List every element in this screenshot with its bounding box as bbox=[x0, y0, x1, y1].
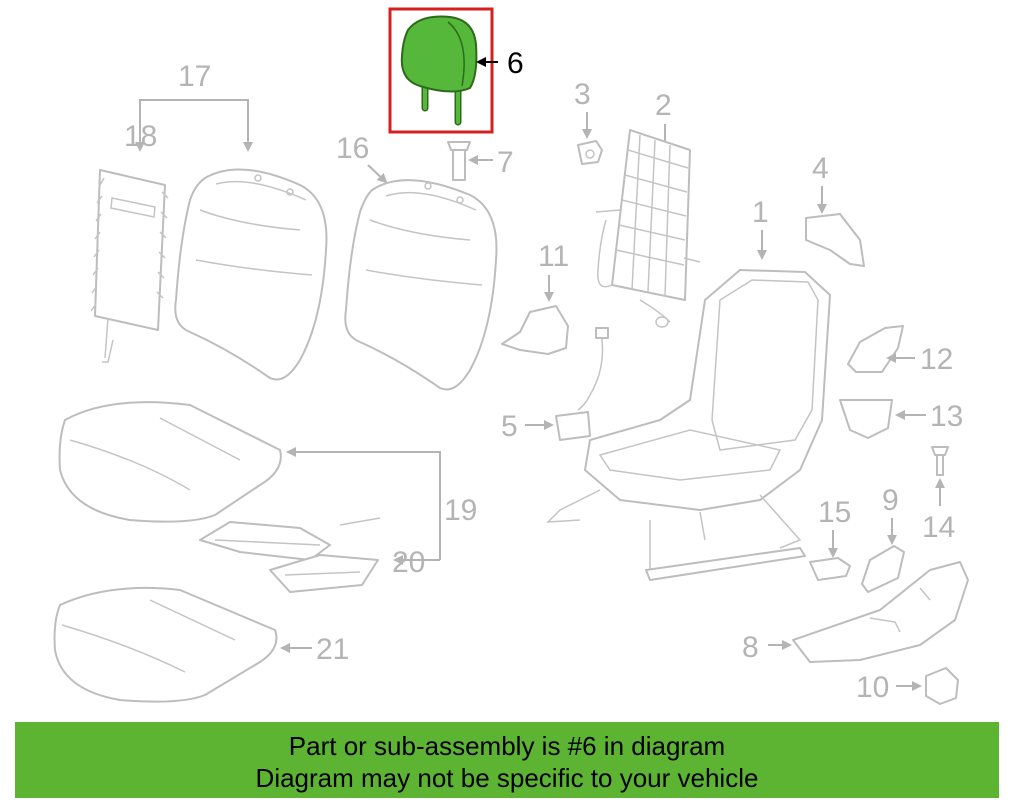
banner-line-2: Diagram may not be specific to your vehi… bbox=[255, 763, 759, 793]
part-7-headrest-support[interactable] bbox=[447, 141, 471, 181]
label-10: 10 bbox=[856, 671, 889, 704]
headrest-cushion bbox=[400, 15, 478, 93]
label-16: 16 bbox=[336, 132, 369, 165]
label-11: 11 bbox=[538, 240, 569, 273]
label-7: 7 bbox=[497, 146, 514, 179]
label-15: 15 bbox=[818, 496, 851, 529]
part-17-seatback-cover[interactable] bbox=[174, 168, 328, 381]
label-9: 9 bbox=[882, 484, 899, 517]
label-5: 5 bbox=[501, 410, 518, 443]
headrest-part-6[interactable] bbox=[388, 7, 494, 134]
part-12-cover[interactable] bbox=[847, 325, 904, 373]
part-4-bracket[interactable] bbox=[805, 213, 865, 267]
label-21: 21 bbox=[316, 633, 349, 666]
part-21-cushion-pad[interactable] bbox=[53, 586, 278, 703]
label-8: 8 bbox=[742, 631, 759, 664]
part-5-cable[interactable] bbox=[555, 327, 609, 441]
part-20-heater-mat[interactable] bbox=[199, 517, 381, 593]
label-19: 19 bbox=[444, 494, 477, 527]
label-18: 18 bbox=[124, 120, 157, 153]
part-19-cushion-cover[interactable] bbox=[58, 401, 282, 523]
part-16-seatback-pad[interactable] bbox=[344, 179, 498, 391]
label-12: 12 bbox=[920, 343, 953, 376]
label-6: 6 bbox=[507, 47, 524, 80]
part-8-side-shield[interactable] bbox=[792, 561, 969, 663]
label-17: 17 bbox=[178, 60, 211, 93]
part-15-cover[interactable] bbox=[809, 557, 851, 581]
label-2: 2 bbox=[655, 89, 672, 122]
part-18-seatback-heater[interactable] bbox=[90, 169, 169, 363]
label-14: 14 bbox=[922, 511, 955, 544]
part-3-clip[interactable] bbox=[577, 140, 603, 165]
banner-line-1: Part or sub-assembly is #6 in diagram bbox=[288, 731, 726, 761]
part-1-seat-frame[interactable] bbox=[546, 269, 831, 581]
label-3: 3 bbox=[574, 78, 591, 111]
part-10-knob[interactable] bbox=[925, 667, 959, 705]
seat-parts-diagram: 6 17 18 16 7 3 2 bbox=[53, 7, 969, 705]
label-1: 1 bbox=[752, 196, 769, 229]
part-11-cover[interactable] bbox=[501, 305, 569, 355]
label-13: 13 bbox=[930, 400, 963, 433]
part-14-clip[interactable] bbox=[931, 446, 949, 476]
part-9-knob[interactable] bbox=[861, 545, 905, 593]
highlight-box bbox=[388, 7, 494, 134]
part-2-spring-frame[interactable] bbox=[595, 129, 701, 328]
label-4: 4 bbox=[812, 152, 829, 185]
info-banner: Part or sub-assembly is #6 in diagram Di… bbox=[15, 722, 999, 798]
label-20: 20 bbox=[392, 546, 425, 579]
part-13-cover[interactable] bbox=[839, 399, 893, 439]
